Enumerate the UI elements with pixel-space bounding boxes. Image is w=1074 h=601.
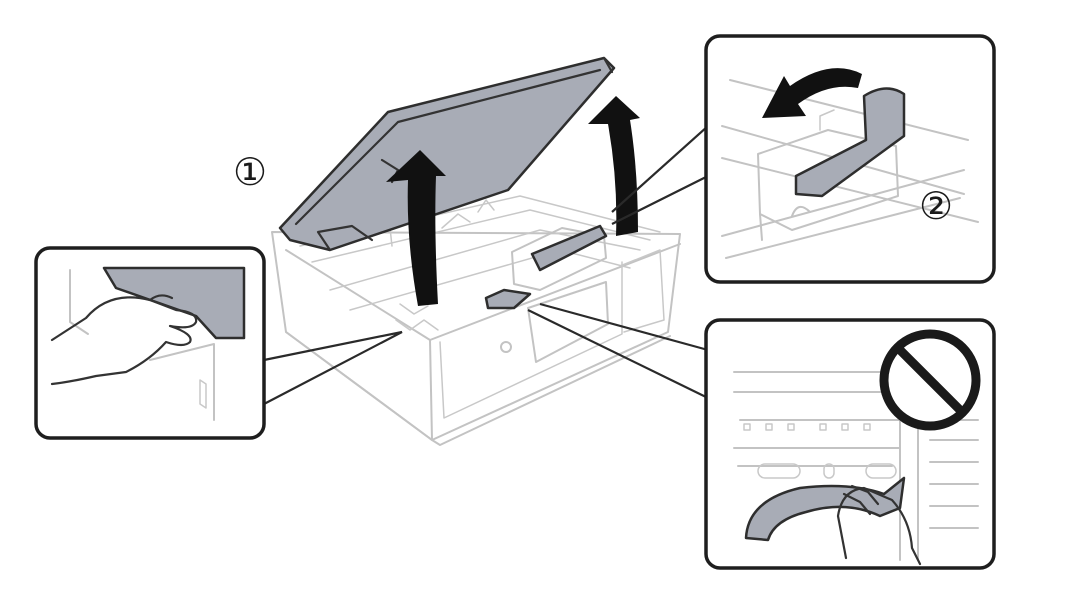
rotate-arrow bbox=[762, 68, 862, 118]
lift-arrow-left bbox=[386, 150, 446, 306]
hand-icon bbox=[50, 296, 198, 386]
callout-lines bbox=[263, 125, 709, 405]
prohibition-icon bbox=[879, 329, 981, 431]
lift-arrow-right bbox=[588, 96, 640, 236]
detail-panel-hand-lid bbox=[34, 246, 266, 440]
detail-panel-rotate: ② bbox=[704, 34, 996, 284]
step-1-label: ① bbox=[233, 150, 267, 194]
flat-cable-part bbox=[744, 476, 906, 542]
lid-edge bbox=[102, 266, 246, 340]
rail-holes bbox=[743, 423, 897, 479]
printer-illustration bbox=[271, 56, 681, 446]
scanner-lid bbox=[278, 56, 616, 252]
ink-tube-part bbox=[530, 224, 608, 272]
step-1-text: ① bbox=[233, 150, 267, 194]
detail-panel-prohibited bbox=[704, 318, 996, 570]
step-2-text: ② bbox=[919, 184, 953, 228]
strap-part bbox=[794, 87, 906, 198]
hand-touching-icon bbox=[836, 486, 922, 566]
